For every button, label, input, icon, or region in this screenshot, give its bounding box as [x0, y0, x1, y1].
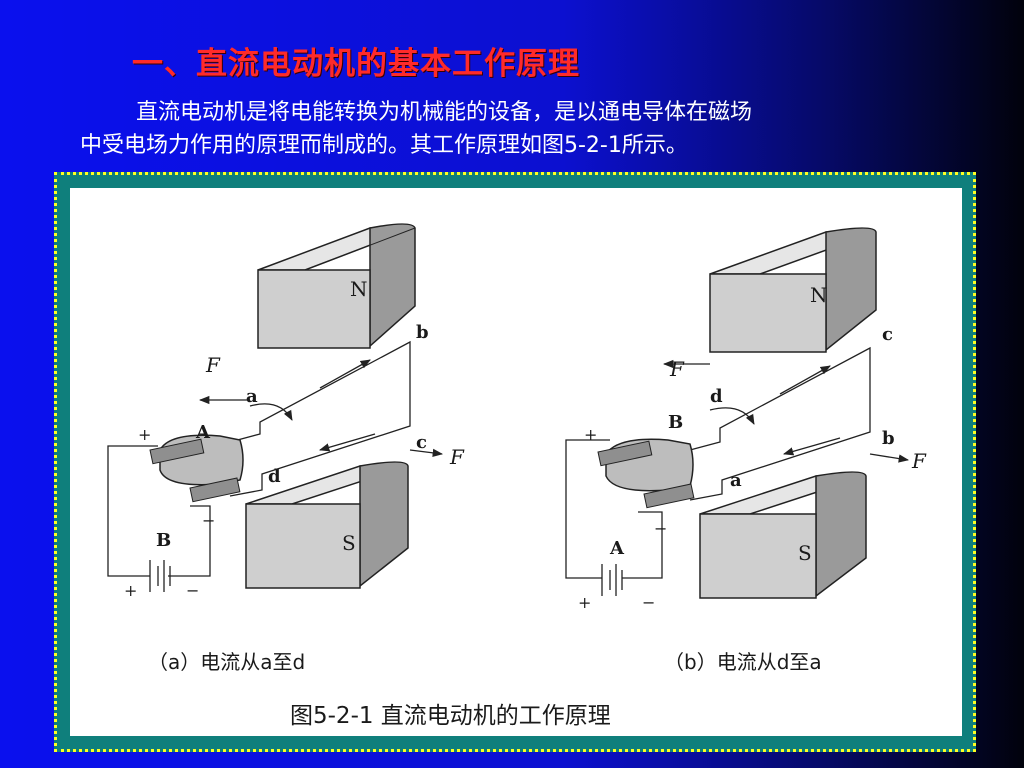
magnet-n-b-label: N [810, 283, 828, 307]
plus-bottom-b: + [578, 593, 591, 612]
motor-diagrams: N S [107, 223, 927, 612]
minus-b: − [654, 519, 667, 538]
commutator-a [149, 434, 244, 503]
magnet-n-b [709, 227, 877, 353]
brush-bottom-a: B [156, 530, 171, 551]
coil-b [565, 346, 910, 596]
force-right-a: F [449, 445, 465, 469]
coil-b-label-d: d [710, 386, 723, 407]
coil-a-label-b: b [416, 322, 429, 343]
brush-top-a: A [195, 422, 211, 443]
coil-a-label-a: a [246, 386, 258, 407]
coil-b-label-c: c [882, 324, 893, 345]
magnet-s-b [699, 471, 867, 599]
brush-top-b: B [668, 412, 683, 433]
magnet-s-a-label: S [342, 531, 356, 555]
force-left-b: F [669, 357, 685, 381]
magnet-s-a [245, 461, 409, 589]
force-right-b: F [911, 449, 927, 473]
plus-top-a: + [138, 425, 151, 444]
caption-b: （b）电流从d至a [664, 650, 822, 674]
magnet-s-b-label: S [798, 541, 812, 565]
commutator-b [597, 438, 695, 509]
brush-bottom-b: A [609, 538, 625, 559]
intro-paragraph: 直流电动机是将电能转换为机械能的设备，是以通电导体在磁场 中受电场力作用的原理而… [80, 96, 950, 162]
coil-a-label-c: c [416, 432, 427, 453]
magnet-n-a [257, 223, 416, 349]
force-left-a: F [205, 353, 221, 377]
minus-bottom-a: − [186, 581, 199, 600]
plus-top-b: + [584, 425, 597, 444]
coil-b-label-b: b [882, 428, 895, 449]
coil-a-label-d: d [268, 466, 281, 487]
minus-a: − [202, 511, 215, 530]
paragraph-line-2: 中受电场力作用的原理而制成的。其工作原理如图5-2-1所示。 [80, 133, 688, 158]
coil-b-label-a: a [730, 470, 742, 491]
plus-bottom-a: + [124, 581, 137, 600]
minus-bottom-b: − [642, 593, 655, 612]
caption-a: （a）电流从a至d [148, 650, 306, 674]
slide-title: 一、直流电动机的基本工作原理 [132, 46, 580, 82]
figure-caption: 图5-2-1 直流电动机的工作原理 [290, 703, 611, 729]
coil-a [107, 340, 444, 592]
paragraph-line-1: 直流电动机是将电能转换为机械能的设备，是以通电导体在磁场 [136, 100, 753, 125]
magnet-n-a-label: N [350, 277, 368, 301]
figure-panel: N S [70, 188, 962, 736]
diagram-a: N S [107, 223, 465, 600]
diagram-b: N S [565, 227, 927, 612]
